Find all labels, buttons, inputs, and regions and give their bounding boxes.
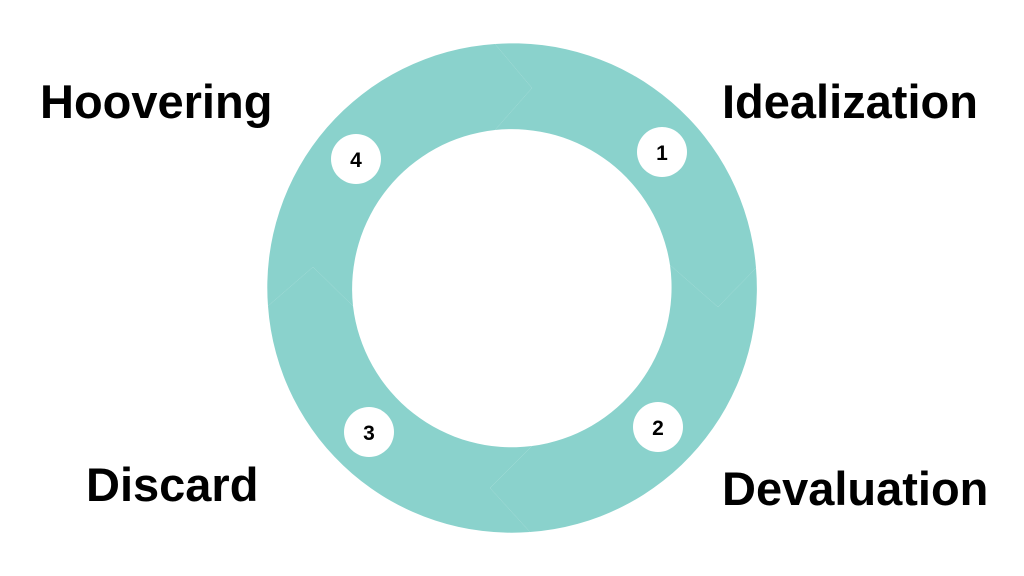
badge-1: 1	[637, 127, 687, 177]
stage-label-discard: Discard	[86, 458, 259, 511]
badge-4-number: 4	[350, 149, 362, 172]
badge-1-number: 1	[656, 142, 668, 165]
badge-4: 4	[331, 134, 381, 184]
badge-3-number: 3	[363, 422, 375, 445]
stage-label-idealization: Idealization	[722, 75, 978, 128]
badge-2: 2	[633, 402, 683, 452]
segment-discard	[268, 267, 532, 533]
segment-hoovering	[267, 44, 532, 306]
stage-label-hoovering: Hoovering	[40, 75, 273, 128]
segment-devaluation	[490, 265, 757, 532]
badge-2-number: 2	[652, 417, 664, 440]
segment-idealization	[495, 43, 756, 307]
stage-label-devaluation: Devaluation	[722, 462, 989, 515]
badge-3: 3	[344, 407, 394, 457]
